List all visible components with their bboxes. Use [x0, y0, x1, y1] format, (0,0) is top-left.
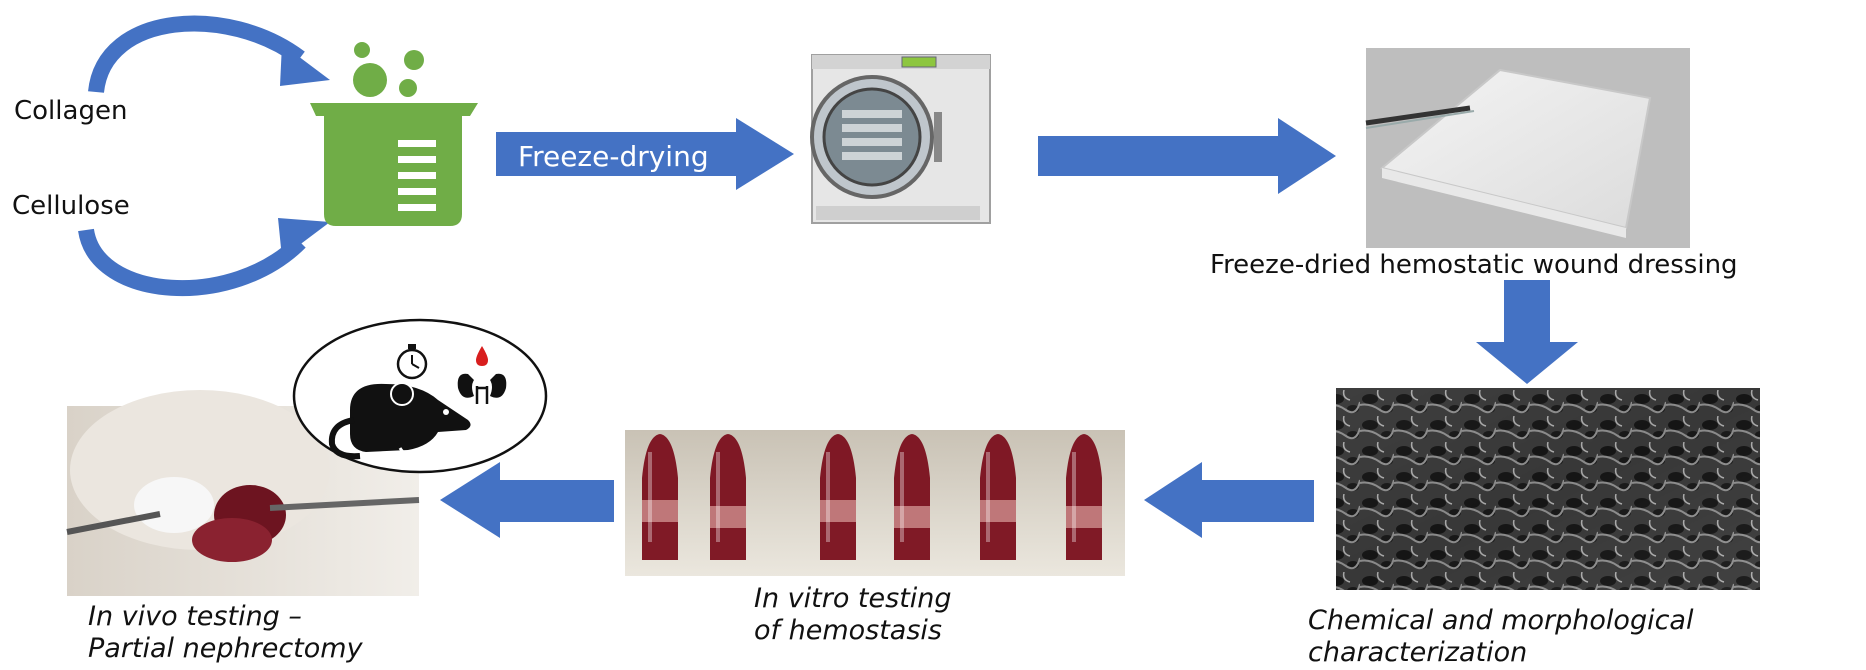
collagen-label: Collagen	[14, 96, 128, 126]
arrow-to-vivo	[440, 462, 614, 538]
arrow-to-dressing	[1038, 118, 1336, 194]
freeze-drying-label: Freeze-drying	[518, 140, 709, 173]
vitro-caption-line1: In vitro testing	[754, 583, 952, 614]
vivo-caption-line2: Partial nephrectomy	[88, 633, 363, 664]
vitro-tubes-photo	[625, 430, 1125, 576]
curved-arrow-bottom	[78, 218, 330, 297]
test-tube	[820, 434, 856, 560]
vivo-caption-line1: In vivo testing –	[88, 601, 302, 632]
vitro-caption-line2: of hemostasis	[754, 615, 942, 646]
test-tube	[642, 434, 678, 560]
dressing-photo	[1365, 48, 1690, 248]
beaker-icon	[310, 42, 478, 226]
rat-icon	[328, 382, 471, 460]
chem-caption-line1: Chemical and morphological	[1308, 605, 1694, 636]
blood-drop-icon	[476, 346, 488, 366]
arrow-to-vitro	[1144, 462, 1314, 538]
curved-arrow-top	[88, 15, 330, 94]
chem-caption-line2: characterization	[1308, 637, 1528, 668]
dressing-caption: Freeze-dried hemostatic wound dressing	[1210, 250, 1738, 280]
stopwatch-icon	[396, 344, 428, 380]
sem-image	[1336, 388, 1760, 590]
test-tube	[980, 434, 1016, 560]
freeze-dryer-icon	[810, 54, 991, 224]
test-tube	[1066, 434, 1102, 560]
freeze-drying-arrow	[496, 118, 794, 190]
test-tube	[894, 434, 930, 560]
test-tube	[710, 434, 746, 560]
arrow-down	[1476, 280, 1578, 384]
kidney-icon	[457, 373, 507, 404]
cellulose-label: Cellulose	[12, 191, 130, 221]
rat-model-oval	[292, 318, 548, 474]
